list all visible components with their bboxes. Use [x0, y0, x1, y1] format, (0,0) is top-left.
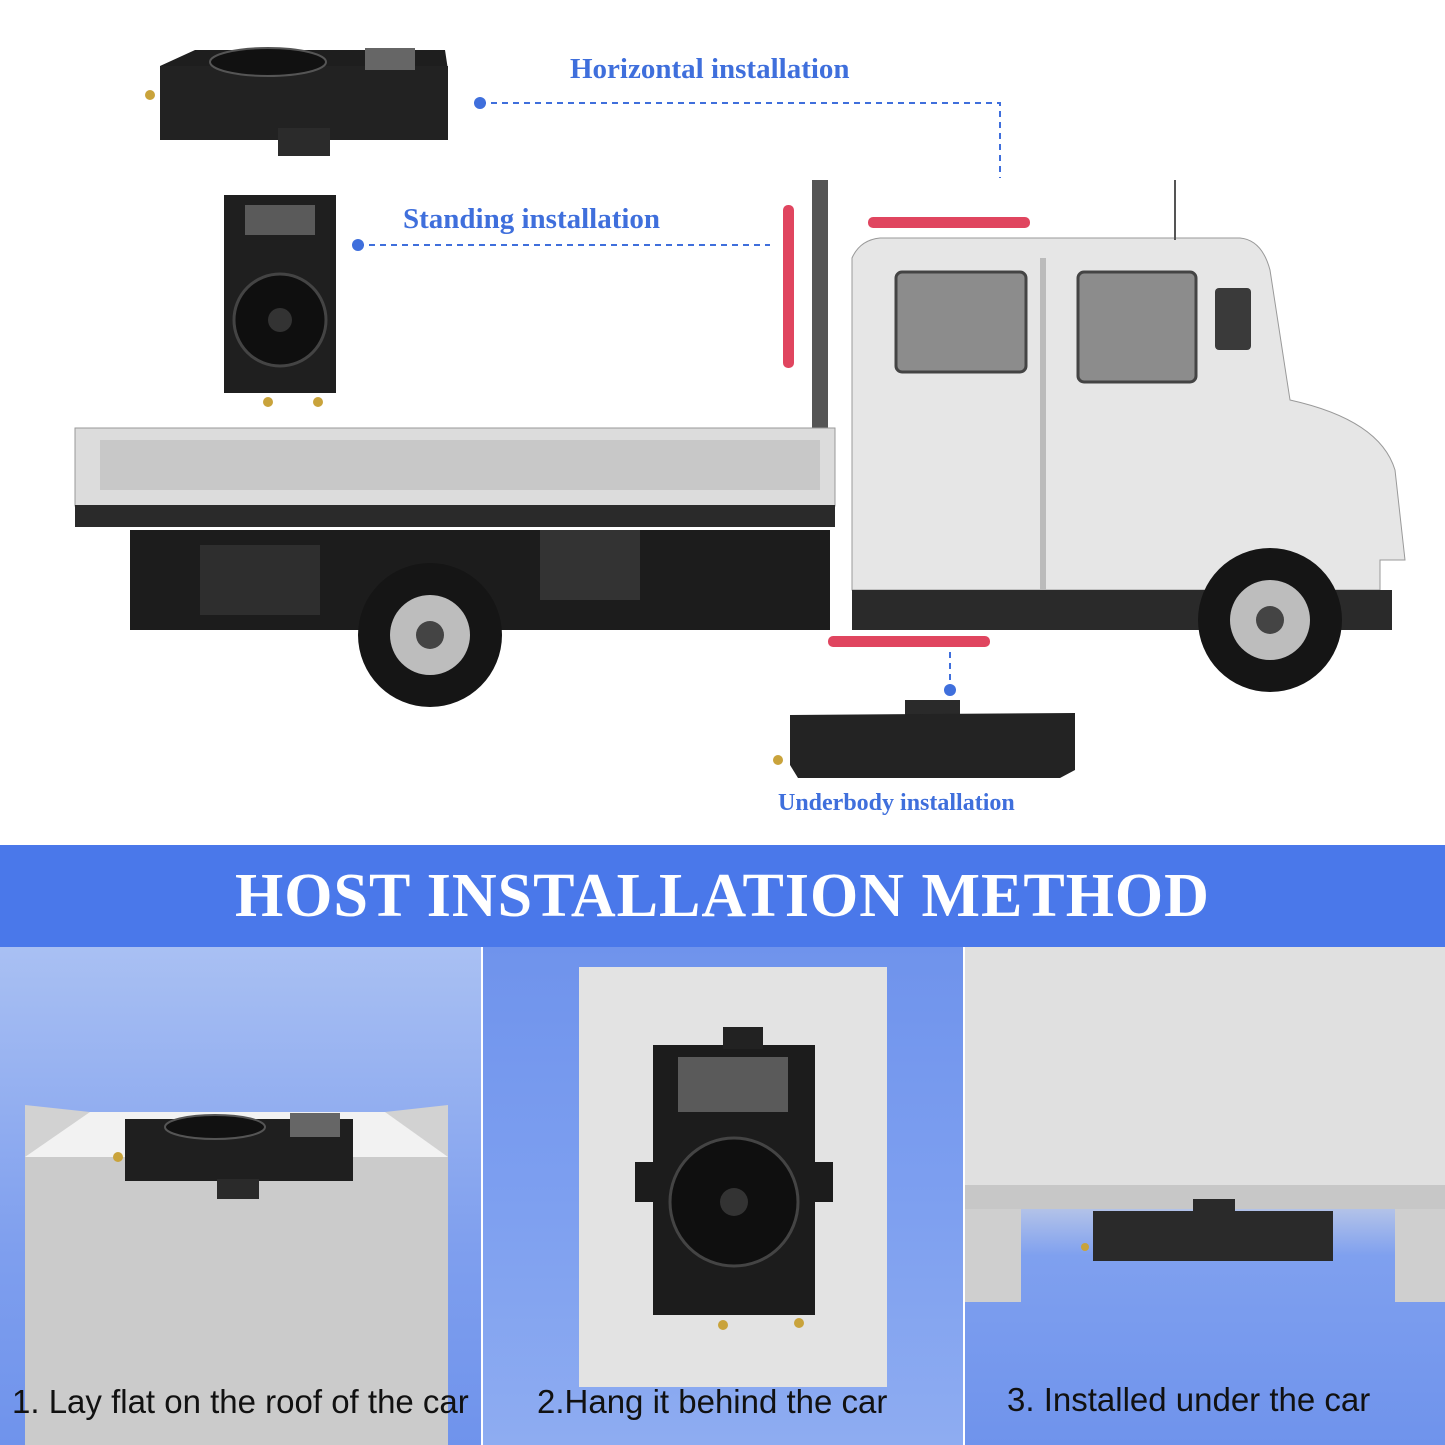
banner-title: HOST INSTALLATION METHOD [235, 861, 1210, 930]
panel-roof: 1. Lay flat on the roof of the car [0, 947, 481, 1445]
truck-illustration [74, 47, 1406, 778]
rear-illustration [579, 967, 887, 1387]
truck-body [74, 180, 1406, 707]
caption-rear: 2.Hang it behind the car [537, 1383, 888, 1420]
roof-illustration [25, 1105, 448, 1445]
unit-underbody [773, 700, 1075, 778]
standing-installation-label: Standing installation [403, 203, 661, 235]
panel-under: 3. Installed under the car [965, 947, 1445, 1445]
unit-under [1081, 1199, 1333, 1261]
title-banner: HOST INSTALLATION METHOD [0, 845, 1445, 947]
underbody-installation-label: Underbody installation [778, 790, 1015, 816]
unit-roof [113, 1113, 353, 1199]
panel-rear: 2.Hang it behind the car [483, 947, 963, 1445]
horizontal-installation-label: Horizontal installation [570, 53, 850, 85]
unit-horizontal [145, 47, 448, 156]
leader-lines [358, 102, 1001, 690]
caption-under: 3. Installed under the car [1007, 1381, 1371, 1418]
unit-rear [635, 1027, 833, 1330]
under-illustration [965, 947, 1445, 1302]
caption-roof: 1. Lay flat on the roof of the car [12, 1383, 469, 1420]
unit-standing [224, 195, 336, 407]
installation-diagram: Horizontal installation Standing install… [74, 47, 1406, 816]
